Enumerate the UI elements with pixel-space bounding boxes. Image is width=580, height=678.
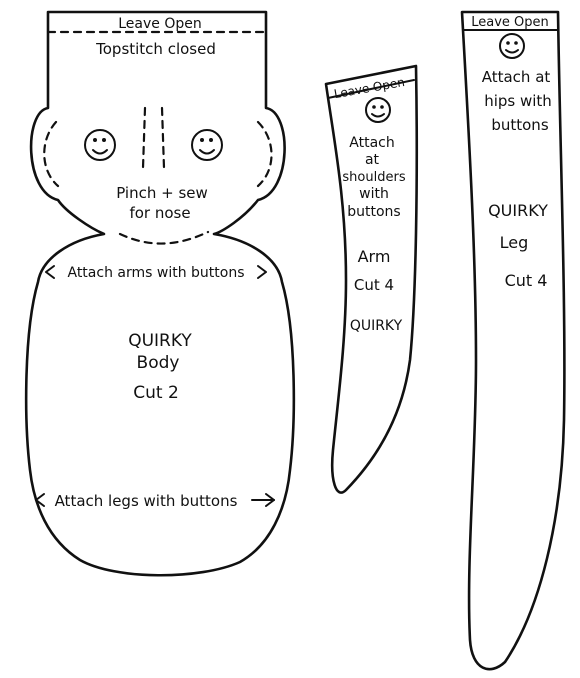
- nose-stitch-line-left: [141, 106, 147, 170]
- body-leave-open-label: Leave Open: [118, 16, 202, 32]
- arm-attach-line2: at: [365, 152, 380, 168]
- right-ear-stitch-line: [256, 120, 273, 188]
- arm-leave-open-label: Leave Open: [333, 75, 406, 101]
- leg-attach-line1: Attach at: [482, 68, 551, 86]
- body-outline: [24, 10, 296, 577]
- leg-cut-count: Cut 4: [505, 271, 548, 290]
- left-ear-stitch-line: [43, 120, 60, 188]
- leg-button-icon: [499, 33, 525, 59]
- arm-button-icon: [365, 97, 391, 123]
- arm-attach-line4: with: [359, 186, 389, 202]
- arm-pattern-piece: Leave Open Attach at shoulders with butt…: [324, 64, 419, 494]
- nose-label-line1: Pinch + sew: [116, 184, 208, 202]
- topstitch-label: Topstitch closed: [95, 40, 216, 58]
- leg-piece-name: Leg: [500, 233, 529, 252]
- arm-leave-open-line: [327, 79, 415, 99]
- attach-arms-arrow: [45, 265, 267, 279]
- arm-cut-count: Cut 4: [354, 276, 394, 294]
- attach-legs-arrow: [35, 493, 275, 507]
- leg-quirky-label: QUIRKY: [488, 201, 548, 220]
- right-eye-button-icon: [191, 129, 223, 161]
- body-piece-name: Body: [137, 353, 180, 373]
- leg-attach-line3: buttons: [491, 116, 548, 134]
- nose-stitch-line-right: [160, 106, 166, 170]
- attach-legs-label: Attach legs with buttons: [55, 492, 238, 510]
- body-cut-count: Cut 2: [133, 383, 179, 403]
- arm-quirky-label: QUIRKY: [350, 318, 403, 334]
- leg-leave-open-label: Leave Open: [471, 15, 549, 30]
- leg-outline: [460, 10, 566, 671]
- arm-piece-name: Arm: [358, 247, 391, 266]
- nose-label-line2: for nose: [129, 204, 190, 222]
- arm-attach-line1: Attach: [349, 135, 394, 151]
- leg-attach-line2: hips with: [484, 92, 552, 110]
- chin-stitch-line: [118, 230, 210, 245]
- body-quirky-label: QUIRKY: [128, 331, 192, 351]
- left-eye-button-icon: [84, 129, 116, 161]
- leg-pattern-piece: Leave Open Attach at hips with buttons Q…: [460, 10, 566, 671]
- attach-arms-label: Attach arms with buttons: [67, 265, 244, 281]
- arm-attach-line5: buttons: [347, 204, 400, 220]
- arm-attach-line3: shoulders: [342, 170, 405, 185]
- body-pattern-piece: Leave Open Topstitch closed Pinch + sew …: [24, 10, 296, 577]
- arm-outline: [324, 64, 419, 494]
